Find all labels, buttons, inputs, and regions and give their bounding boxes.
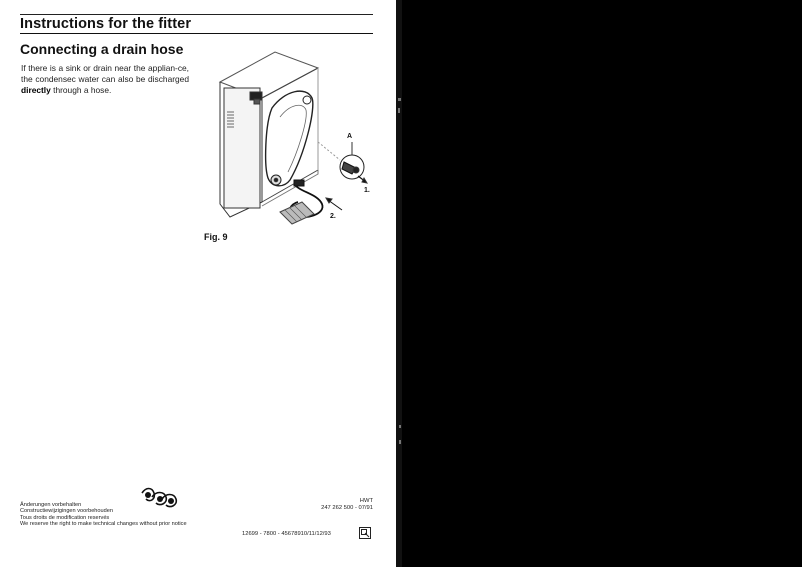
paragraph-text: If there is a sink or drain near the app… xyxy=(21,63,189,85)
footer-ref-line-1: HWT xyxy=(359,498,373,504)
scan-speck xyxy=(399,440,401,444)
footer-line-de: Änderungen vorbehalten xyxy=(20,502,82,508)
document-box-icon xyxy=(359,527,371,539)
footer-code: 12699 - 7800 - 45678910/11/12/93 xyxy=(242,531,331,537)
heading-rule xyxy=(20,33,373,34)
footer-ref-line-2: 247 262 500 - 07/91 xyxy=(321,504,373,511)
recycling-logo xyxy=(141,487,178,508)
footer-line-en: We reserve the right to make technical c… xyxy=(20,521,187,528)
callout-2: 2. xyxy=(330,213,336,220)
top-rule xyxy=(20,14,373,15)
instruction-paragraph: If there is a sink or drain near the app… xyxy=(21,63,189,97)
paragraph-text-end: through a hose. xyxy=(50,85,112,96)
figure-label: Fig. 9 xyxy=(204,232,228,242)
black-scan-margin xyxy=(396,0,802,567)
manual-page: Instructions for the fitter Connecting a… xyxy=(0,0,400,567)
scan-speck xyxy=(398,98,401,101)
scan-speck xyxy=(399,425,401,428)
section-heading: Connecting a drain hose xyxy=(20,41,184,57)
page-heading: Instructions for the fitter xyxy=(20,16,192,32)
dryer-illustration: A 1. 2. xyxy=(218,51,370,225)
footer-disclaimer: Änderungen vorbehalten Constructiewijzig… xyxy=(20,502,187,528)
footer-line-fr: Tous droits de modification reservés xyxy=(20,514,110,521)
paragraph-emphasis: directly xyxy=(21,85,51,96)
footer-line-nl: Constructiewijzigingen voorbehouden xyxy=(20,508,113,515)
scan-speck xyxy=(398,108,400,113)
callout-a: A xyxy=(347,133,352,140)
scan-edge xyxy=(396,0,402,567)
callout-1: 1. xyxy=(364,187,370,194)
footer-reference: HWT 247 262 500 - 07/91 xyxy=(230,498,373,511)
